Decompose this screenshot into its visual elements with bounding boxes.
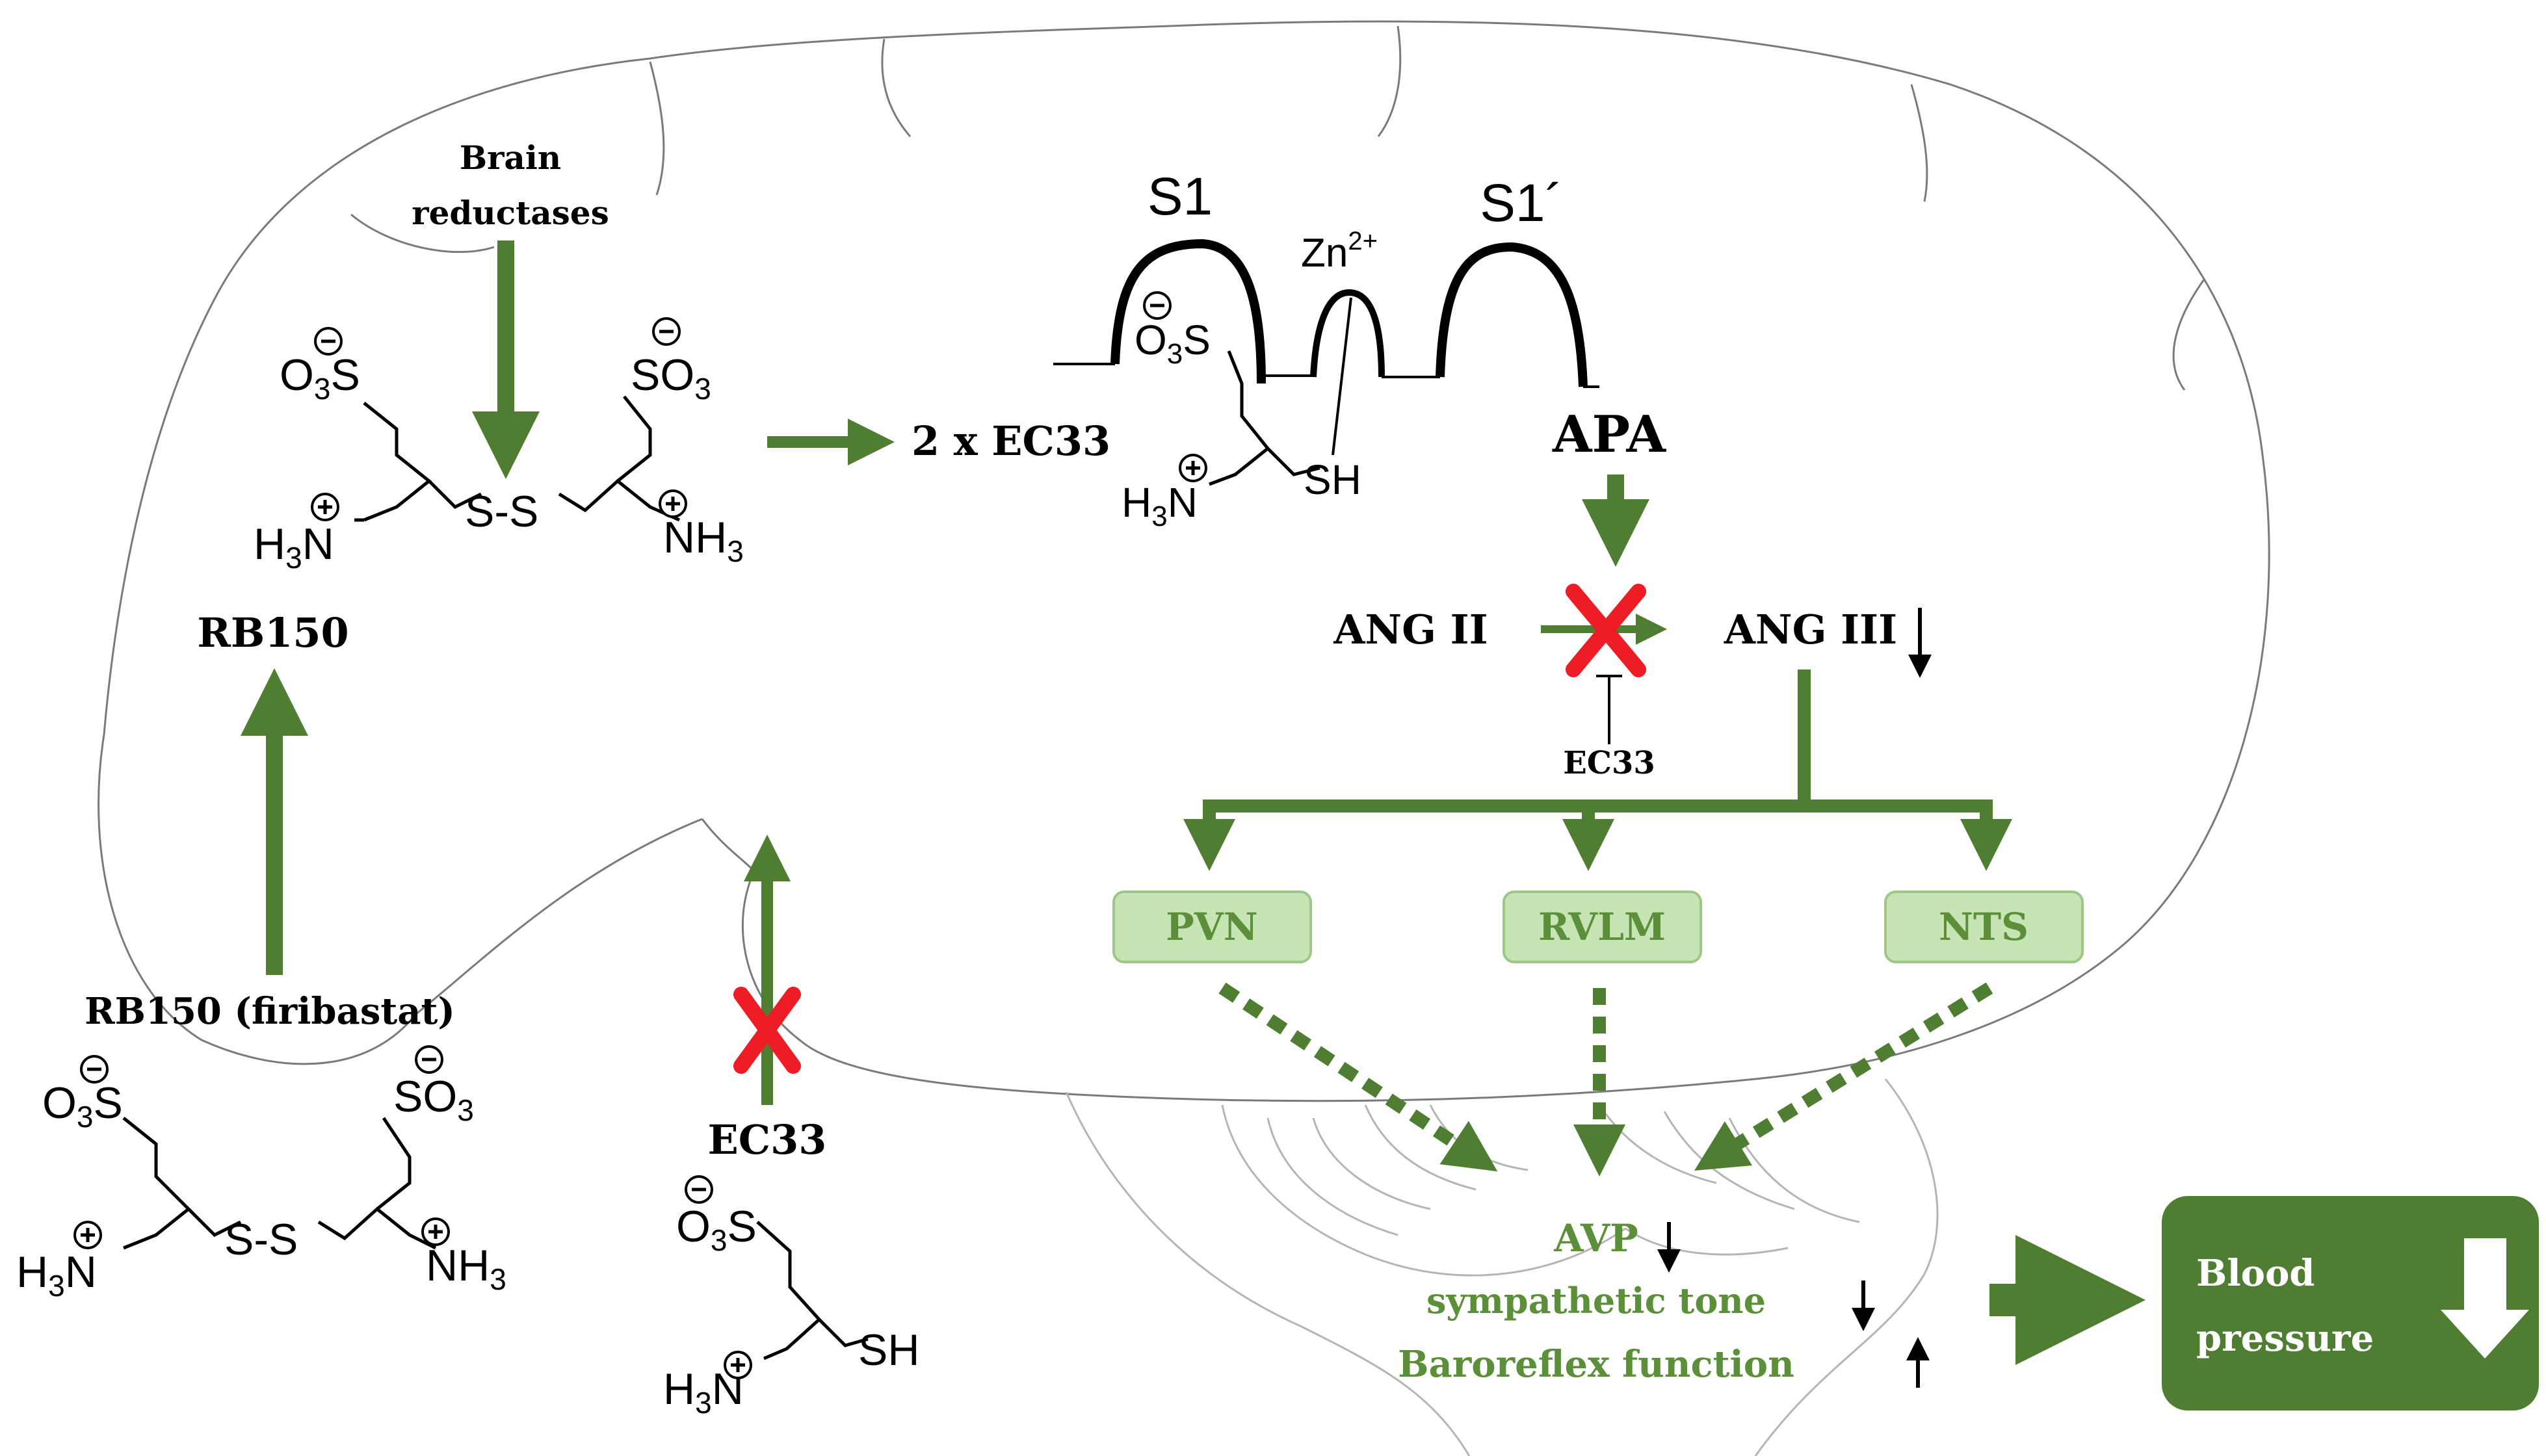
svg-text:SO3: SO3 <box>393 1072 474 1127</box>
nts-label: NTS <box>1939 905 2028 949</box>
rb150-label: RB150 <box>197 609 348 656</box>
blood-pressure-label-2: pressure <box>2196 1317 2374 1360</box>
rb150-structure-top: O3S SO3 H3N S-S NH3 <box>254 318 744 575</box>
rb150-structure-bottom: O3S SO3 H3N S-S NH3 <box>16 1046 506 1303</box>
inhibition-marker <box>1596 675 1622 744</box>
svg-text:H3N: H3N <box>254 519 334 575</box>
ang-ii-label: ANG II <box>1333 606 1488 653</box>
pvn-box <box>1112 890 1312 963</box>
nuclei-boxes <box>1112 890 2084 963</box>
svg-text:H3N: H3N <box>16 1247 97 1303</box>
two-x-ec33-label: 2 x EC33 <box>912 417 1110 465</box>
s1-label: S1 <box>1148 167 1213 226</box>
svg-text:S-S: S-S <box>465 487 538 536</box>
enzyme-pocket <box>1053 239 1599 456</box>
apa-label: APA <box>1552 405 1666 464</box>
brain-reductases-label-1: Brain <box>460 138 561 177</box>
blood-pressure-box <box>2162 1196 2539 1410</box>
svg-text:O3S: O3S <box>280 350 360 406</box>
ec33-inhibitor-label: EC33 <box>1563 745 1655 781</box>
zn-label: Zn2+ <box>1301 227 1378 276</box>
svg-text:O3S: O3S <box>42 1078 123 1134</box>
sympathetic-tone-label: sympathetic tone <box>1426 1280 1766 1321</box>
rvlm-label: RVLM <box>1538 905 1666 949</box>
dotted-arrow-nts <box>1694 982 1993 1171</box>
rb150-firibastat-label: RB150 (firibastat) <box>85 990 455 1033</box>
svg-text:SH: SH <box>1304 456 1361 503</box>
ec33-lower-label: EC33 <box>708 1116 827 1164</box>
svg-text:O3S: O3S <box>1135 317 1211 370</box>
blood-pressure-label-1: Blood <box>2196 1252 2315 1295</box>
nts-box <box>1884 890 2084 963</box>
ang-iii-label: ANG III <box>1724 606 1897 653</box>
ec33-structure-pocket: O3S H3N SH <box>1122 292 1361 532</box>
labels: Brain reductases RB150 RB150 (firibastat… <box>85 138 2374 1386</box>
cerebellum <box>1065 1078 1939 1456</box>
black-arrows <box>1657 608 1932 1388</box>
bp-down-arrow-icon <box>2441 1238 2529 1358</box>
ec33-structure-bottom: O3S H3N SH <box>663 1176 919 1420</box>
red-cross-ang <box>1566 584 1646 677</box>
brain-outline <box>98 20 2270 1102</box>
s1-prime-label: S1´ <box>1480 174 1563 233</box>
svg-text:H3N: H3N <box>1122 479 1198 532</box>
red-cross-ec33 <box>733 987 801 1074</box>
svg-text:NH3: NH3 <box>426 1241 506 1296</box>
svg-text:SO3: SO3 <box>631 350 711 406</box>
rvlm-box <box>1503 890 1702 963</box>
dotted-arrow-pvn <box>1218 982 1498 1172</box>
brain-reductases-label-2: reductases <box>412 194 609 232</box>
svg-text:SH: SH <box>858 1325 919 1375</box>
avp-label: AVP <box>1553 1216 1638 1260</box>
svg-text:O3S: O3S <box>676 1202 757 1257</box>
svg-text:S-S: S-S <box>224 1215 298 1264</box>
arrows-green <box>241 240 2146 1365</box>
svg-text:NH3: NH3 <box>663 513 744 568</box>
pvn-label: PVN <box>1166 905 1258 949</box>
baroreflex-function-label: Baroreflex function <box>1398 1343 1794 1386</box>
